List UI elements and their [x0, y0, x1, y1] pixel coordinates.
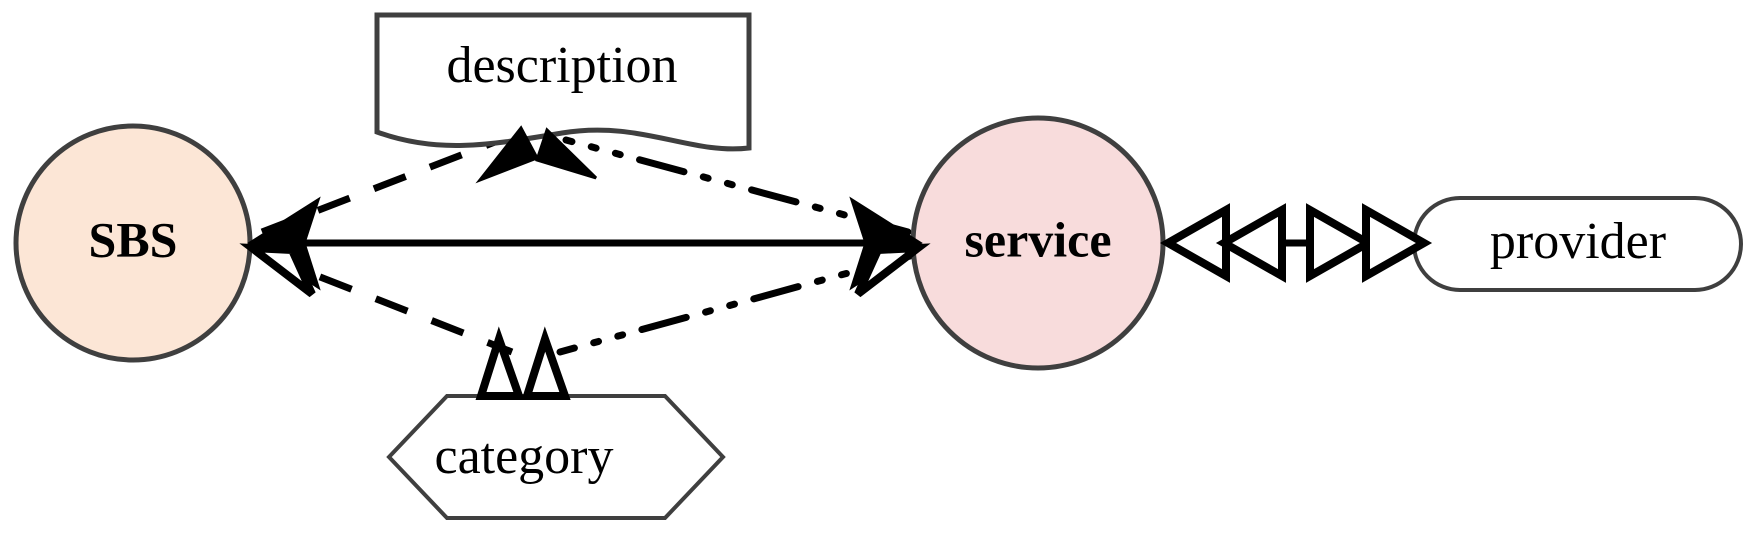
edge-service-category[interactable]	[556, 252, 914, 356]
node-sbs[interactable]: SBS	[13, 123, 253, 363]
node-service[interactable]: service	[910, 115, 1166, 371]
edge-sbs-description[interactable]	[260, 136, 502, 236]
node-category-shape	[386, 394, 726, 520]
arrowhead-into-category-from-sbs	[475, 326, 525, 400]
node-provider[interactable]: provider	[1412, 196, 1743, 292]
arrowhead-into-description-from-service	[535, 127, 598, 180]
node-category-label: category	[434, 428, 613, 485]
edge-service-description[interactable]	[562, 136, 912, 236]
node-description-shape	[374, 12, 752, 152]
arrowhead-into-sbs-hollow	[239, 243, 316, 298]
edge-sbs-category-line	[262, 251, 514, 356]
arrowhead-provider-side-outer	[1362, 203, 1433, 283]
arrowhead-service-side-inner	[1215, 203, 1286, 283]
arrowhead-provider-side-inner	[1306, 203, 1377, 283]
node-provider-label: provider	[1490, 213, 1666, 270]
edge-sbs-category[interactable]	[262, 251, 514, 356]
node-description-label: description	[446, 37, 677, 94]
edge-sbs-description-line	[260, 136, 502, 236]
arrowhead-into-category-from-service	[521, 326, 571, 400]
node-description[interactable]: description	[374, 12, 752, 152]
node-sbs-label: SBS	[89, 211, 178, 267]
edge-service-description-line	[562, 136, 912, 236]
node-category[interactable]: category	[386, 394, 726, 520]
arrowhead-into-service-hollow	[854, 243, 931, 298]
arrowhead-into-description-from-sbs	[475, 125, 540, 184]
node-service-label: service	[964, 211, 1111, 267]
edge-service-category-line	[556, 252, 914, 356]
